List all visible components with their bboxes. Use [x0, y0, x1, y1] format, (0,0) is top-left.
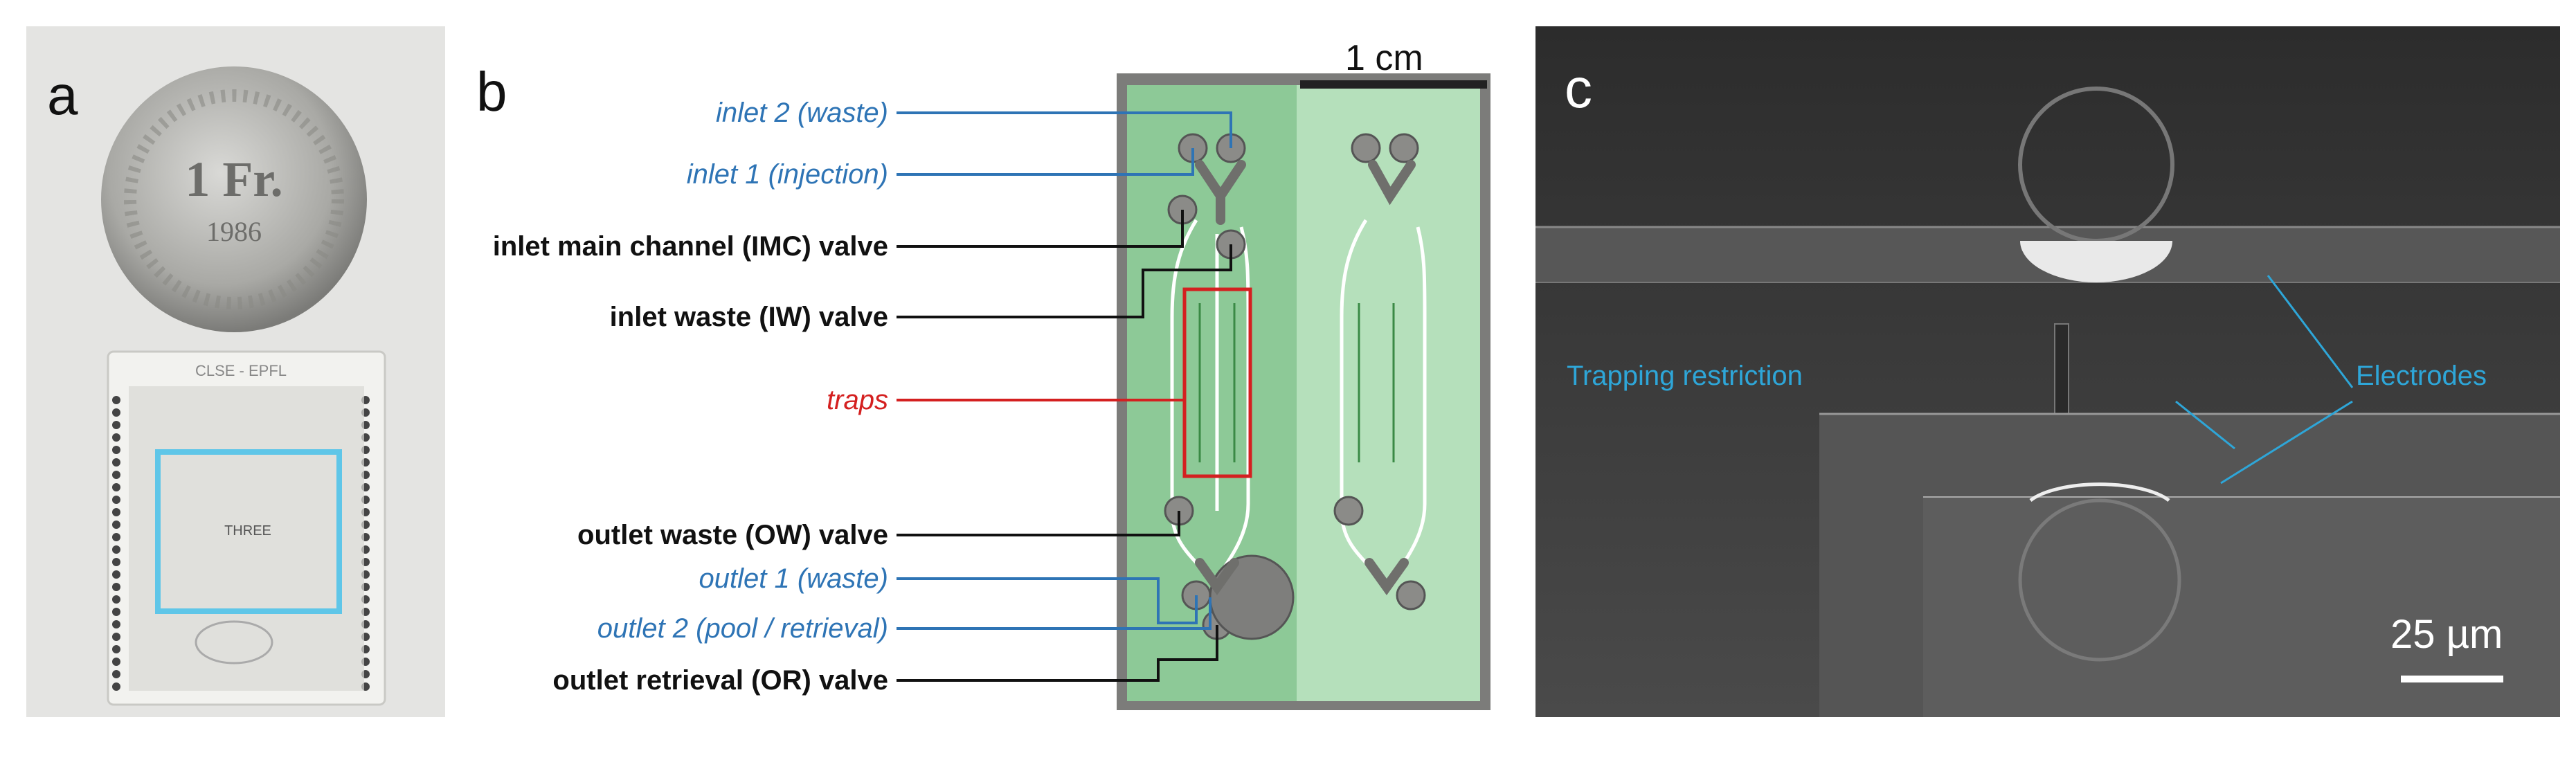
coin [101, 66, 367, 332]
chip-pad [112, 396, 120, 404]
panel-a-letter: a [47, 64, 78, 126]
chip-port [195, 620, 273, 664]
traps-box [1182, 287, 1252, 478]
panel-a-photo: 1 Fr. 1986 CLSE - EPFL THREE [101, 66, 386, 706]
chip-pad [112, 608, 120, 616]
label-or-valve: outlet retrieval (OR) valve [552, 665, 888, 696]
chip-pad [112, 433, 120, 442]
label-traps: traps [827, 385, 888, 415]
chip-pad [112, 446, 120, 454]
chip-pads-left [112, 396, 120, 691]
panel-a: 1 Fr. 1986 CLSE - EPFL THREE a [26, 26, 445, 717]
connector-lines [897, 111, 1232, 682]
chip-pad [112, 496, 120, 504]
panel-b: b 1 cm inlet 2 (waste) inlet 1 (injectio… [445, 26, 1535, 717]
chip-pad [112, 483, 120, 491]
chip-pad [112, 583, 120, 591]
chip-pad [112, 408, 120, 417]
chip-pad [112, 633, 120, 641]
scale-bar-1cm [1300, 80, 1487, 89]
label-inlet2: inlet 2 (waste) [716, 98, 888, 128]
panel-c: c Trapping restriction Electrodes 25 µm [1535, 26, 2560, 717]
chip-pad [112, 620, 120, 628]
panel-b-letter: b [476, 61, 507, 123]
panel-c-letter: c [1565, 57, 1592, 119]
panel-b-diagram [897, 73, 1490, 710]
upper-electrode [2020, 241, 2172, 282]
panel-c-sem-image [1535, 26, 2560, 717]
label-iw-valve: inlet waste (IW) valve [609, 302, 888, 332]
label-outlet1: outlet 1 (waste) [699, 563, 888, 594]
label-ow-valve: outlet waste (OW) valve [577, 520, 888, 550]
chip-pad [112, 558, 120, 566]
label-trapping-restriction: Trapping restriction [1567, 361, 1803, 391]
chip-label: CLSE - EPFL [195, 362, 287, 379]
chip-pad [112, 670, 120, 678]
lower-electrode [2029, 482, 2170, 502]
lower-circle [2018, 498, 2181, 662]
chip-pad [112, 682, 120, 691]
chip-pad [112, 533, 120, 541]
chip-pad [112, 658, 120, 666]
scale-bar-25um [2401, 676, 2503, 682]
chip-pad [112, 508, 120, 516]
coin-text: 1 Fr. [185, 152, 282, 207]
scale-label-1cm: 1 cm [1345, 38, 1423, 78]
chip-pad [112, 545, 120, 554]
coin-year: 1986 [206, 216, 262, 247]
chip-pad [112, 645, 120, 653]
chip-pad [112, 471, 120, 479]
chip-pad [112, 595, 120, 604]
label-electrodes: Electrodes [2356, 361, 2487, 391]
annotation-arrows [2175, 275, 2354, 485]
label-inlet1: inlet 1 (injection) [686, 159, 888, 190]
label-imc-valve: inlet main channel (IMC) valve [492, 231, 888, 262]
chip-pad [112, 421, 120, 429]
label-outlet2: outlet 2 (pool / retrieval) [597, 613, 888, 644]
scale-label-25um: 25 µm [2390, 612, 2503, 657]
chip-highlight-box [155, 449, 342, 614]
chip-pad [112, 458, 120, 467]
chip-pad [112, 570, 120, 579]
chip-center-text: THREE [224, 523, 271, 539]
trap-array [1198, 303, 1395, 462]
chip-pad [112, 521, 120, 529]
